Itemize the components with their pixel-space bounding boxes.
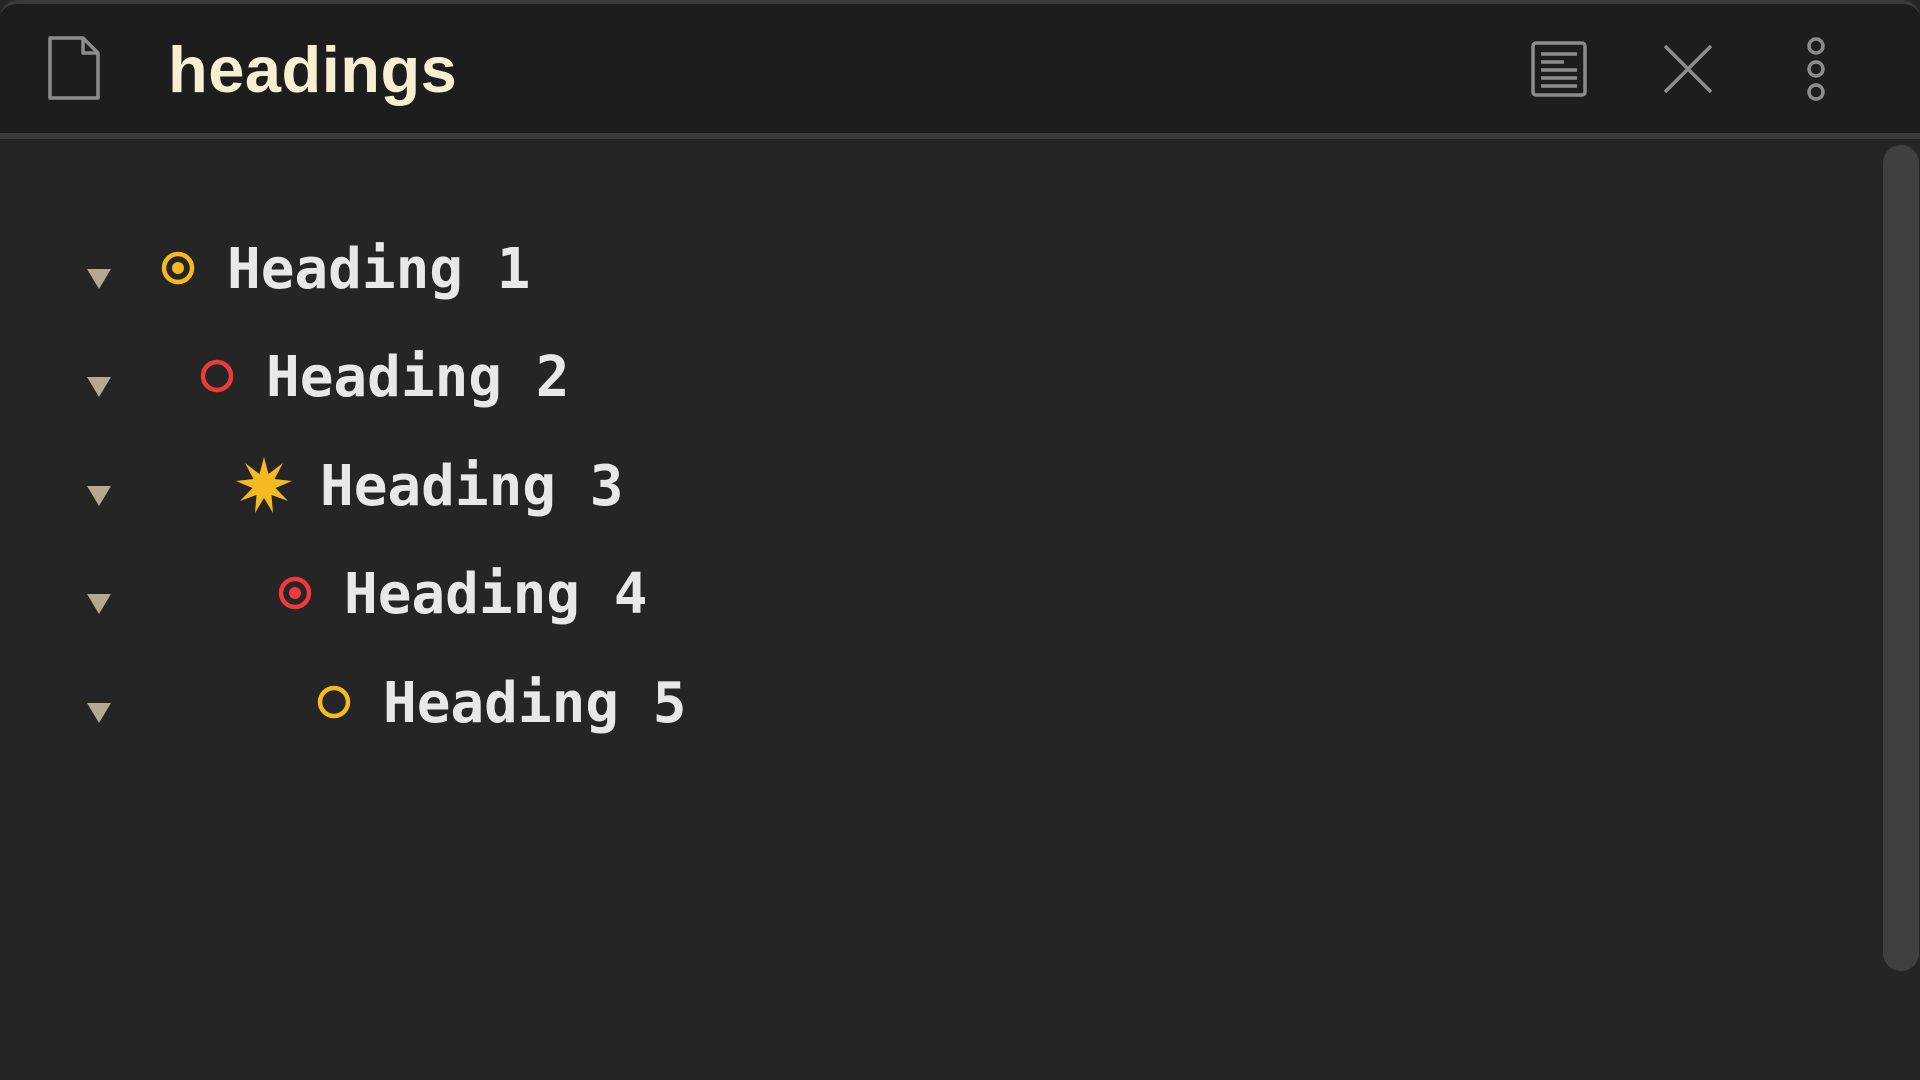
file-icon xyxy=(47,35,101,101)
outline-item[interactable]: Heading 4 xyxy=(0,545,1800,645)
pane-header: headings xyxy=(0,4,1920,139)
outline-item[interactable]: Heading 5 xyxy=(0,654,1800,754)
star-burst-bullet-icon xyxy=(236,457,292,513)
more-options-icon xyxy=(1807,37,1825,101)
outline-item[interactable]: Heading 3 xyxy=(0,437,1800,537)
ring-bullet-icon xyxy=(200,359,234,393)
collapse-toggle-icon[interactable] xyxy=(84,588,114,618)
reading-view-button[interactable] xyxy=(1524,34,1594,104)
ring-bullet-icon xyxy=(317,685,351,719)
close-button[interactable] xyxy=(1653,34,1723,104)
heading-label: Heading 4 xyxy=(344,562,648,627)
reading-view-icon xyxy=(1531,41,1587,97)
collapse-toggle-icon[interactable] xyxy=(84,697,114,727)
collapse-toggle-icon[interactable] xyxy=(84,371,114,401)
close-icon xyxy=(1663,44,1713,94)
dot-in-circle-bullet-icon xyxy=(161,251,195,285)
pane-title: headings xyxy=(168,33,458,106)
heading-label: Heading 5 xyxy=(383,671,687,736)
outline-content: Heading 1 Heading 2 Heading 3 xyxy=(0,139,1880,1080)
more-options-button[interactable] xyxy=(1781,34,1851,104)
heading-label: Heading 2 xyxy=(266,345,570,410)
dot-in-circle-bullet-icon xyxy=(278,576,312,610)
heading-label: Heading 3 xyxy=(320,454,624,519)
scrollbar-thumb[interactable] xyxy=(1883,145,1919,971)
collapse-toggle-icon[interactable] xyxy=(84,480,114,510)
outline-item[interactable]: Heading 1 xyxy=(0,220,1800,320)
outline-item[interactable]: Heading 2 xyxy=(0,328,1800,428)
heading-label: Heading 1 xyxy=(227,237,531,302)
vertical-scrollbar[interactable] xyxy=(1882,145,1920,1080)
collapse-toggle-icon[interactable] xyxy=(84,263,114,293)
